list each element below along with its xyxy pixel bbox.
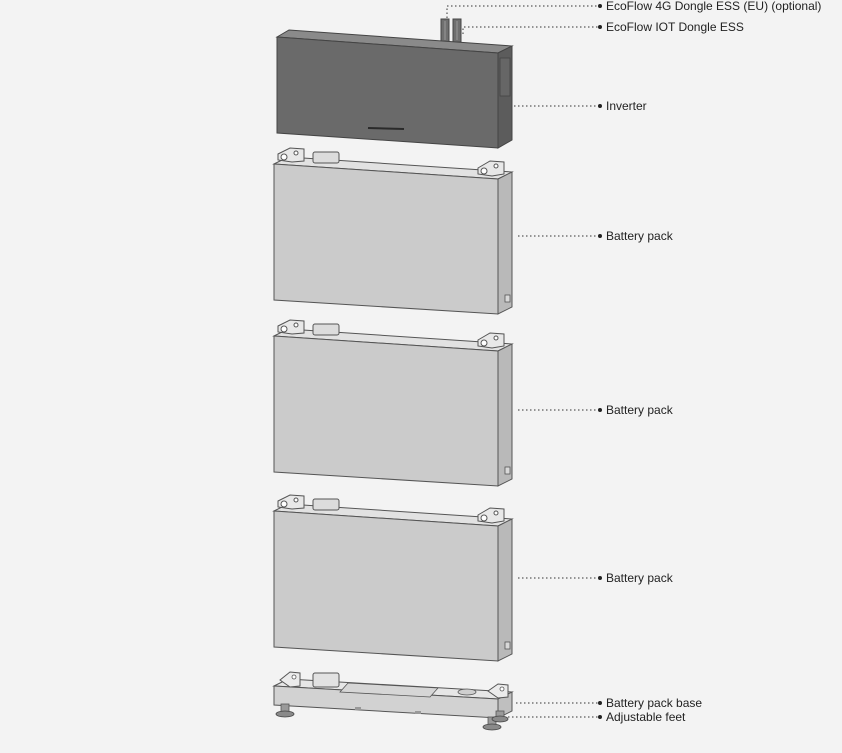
adjustable-feet (275, 703, 509, 731)
label-dongle-4g: EcoFlow 4G Dongle ESS (EU) (optional) (606, 0, 822, 13)
battery-pack-3-shape (273, 494, 513, 662)
label-inverter: Inverter (606, 99, 647, 113)
inverter-unit (275, 29, 514, 149)
label-battery-pack-2: Battery pack (606, 403, 673, 417)
leader-dots (598, 4, 602, 719)
leader-lines (446, 5, 600, 718)
label-battery-pack-1: Battery pack (606, 229, 673, 243)
battery-pack-1-shape (273, 147, 513, 315)
battery-base-unit (272, 671, 514, 719)
leader-line-dongle-iot (462, 26, 600, 34)
leader-line-dongle-4g (446, 5, 600, 18)
battery-pack-2-shape (273, 319, 513, 487)
label-dongle-iot: EcoFlow IOT Dongle ESS (606, 20, 744, 34)
label-battery-pack-3: Battery pack (606, 571, 673, 585)
dongles (440, 18, 462, 43)
label-adjustable-feet: Adjustable feet (606, 710, 686, 724)
label-battery-pack-base: Battery pack base (606, 696, 703, 710)
